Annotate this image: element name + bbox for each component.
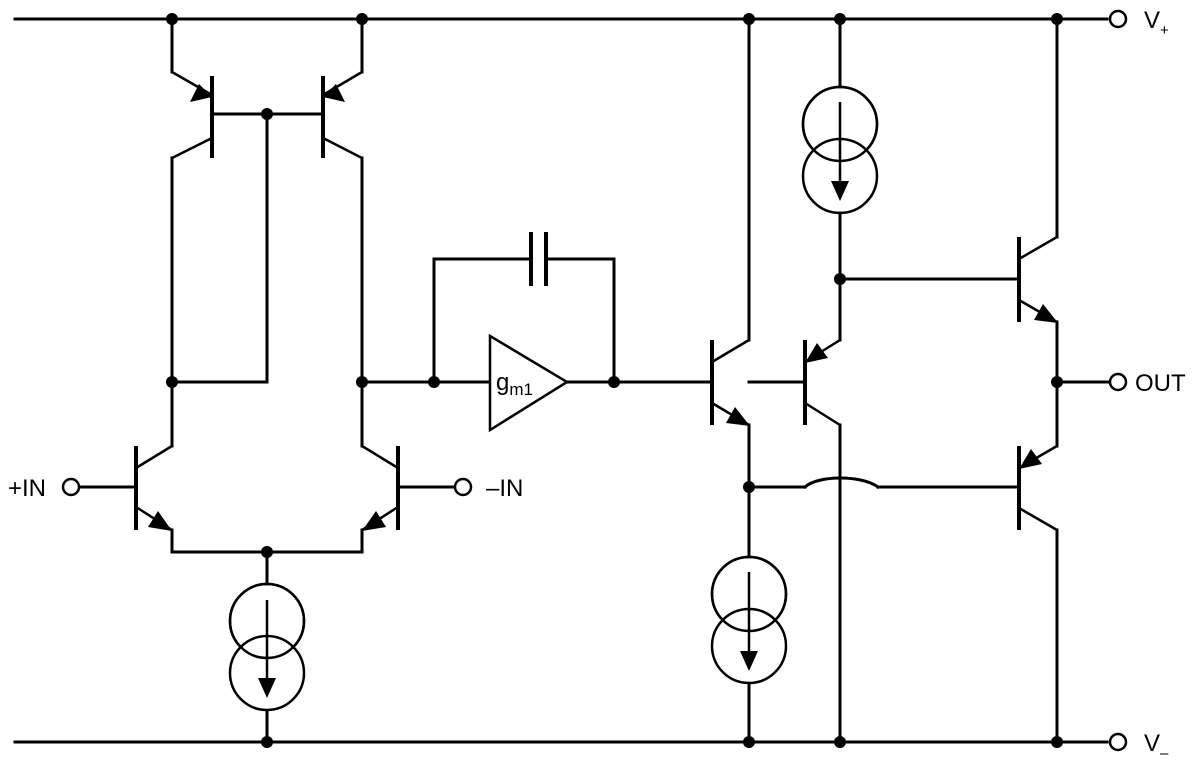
tail-current-source (228, 582, 306, 712)
output-npn-transistor (838, 17, 1059, 448)
in-minus-terminal (453, 477, 473, 497)
out-label: OUT (1135, 370, 1186, 397)
input-transistor-left (134, 444, 174, 554)
junction-dots (166, 13, 1063, 748)
pnp-mirror-left-transistor (170, 17, 214, 448)
v-plus-label-main: V (1144, 7, 1160, 34)
in-minus-label: –IN (486, 475, 523, 502)
out-terminal (1108, 372, 1128, 392)
input-transistor-right (360, 444, 400, 554)
v-minus-terminal (1108, 732, 1128, 752)
v-plus-label: V+ (1144, 7, 1169, 39)
v-minus-label-sub: – (1160, 745, 1169, 760)
gm1-label: gm1 (496, 369, 533, 399)
in-plus-terminal (61, 477, 81, 497)
driver-current-source (801, 17, 879, 281)
pnp-mirror-right-transistor (321, 17, 364, 448)
output-bias-line (747, 476, 1021, 490)
miller-capacitor (432, 232, 616, 384)
v-plus-terminal (1108, 9, 1128, 29)
gm1-amplifier (488, 333, 570, 433)
output-pnp-transistor (1017, 444, 1059, 744)
gm1-label-sub: m1 (509, 380, 533, 399)
mirror-base-connection (170, 112, 325, 384)
v-minus-label: V– (1144, 730, 1169, 760)
buffer-current-source (710, 555, 788, 685)
gm1-label-main: g (496, 369, 509, 396)
in-plus-label: +IN (8, 475, 46, 502)
v-plus-label-sub: + (1160, 22, 1169, 39)
v-minus-label-main: V (1144, 730, 1160, 757)
